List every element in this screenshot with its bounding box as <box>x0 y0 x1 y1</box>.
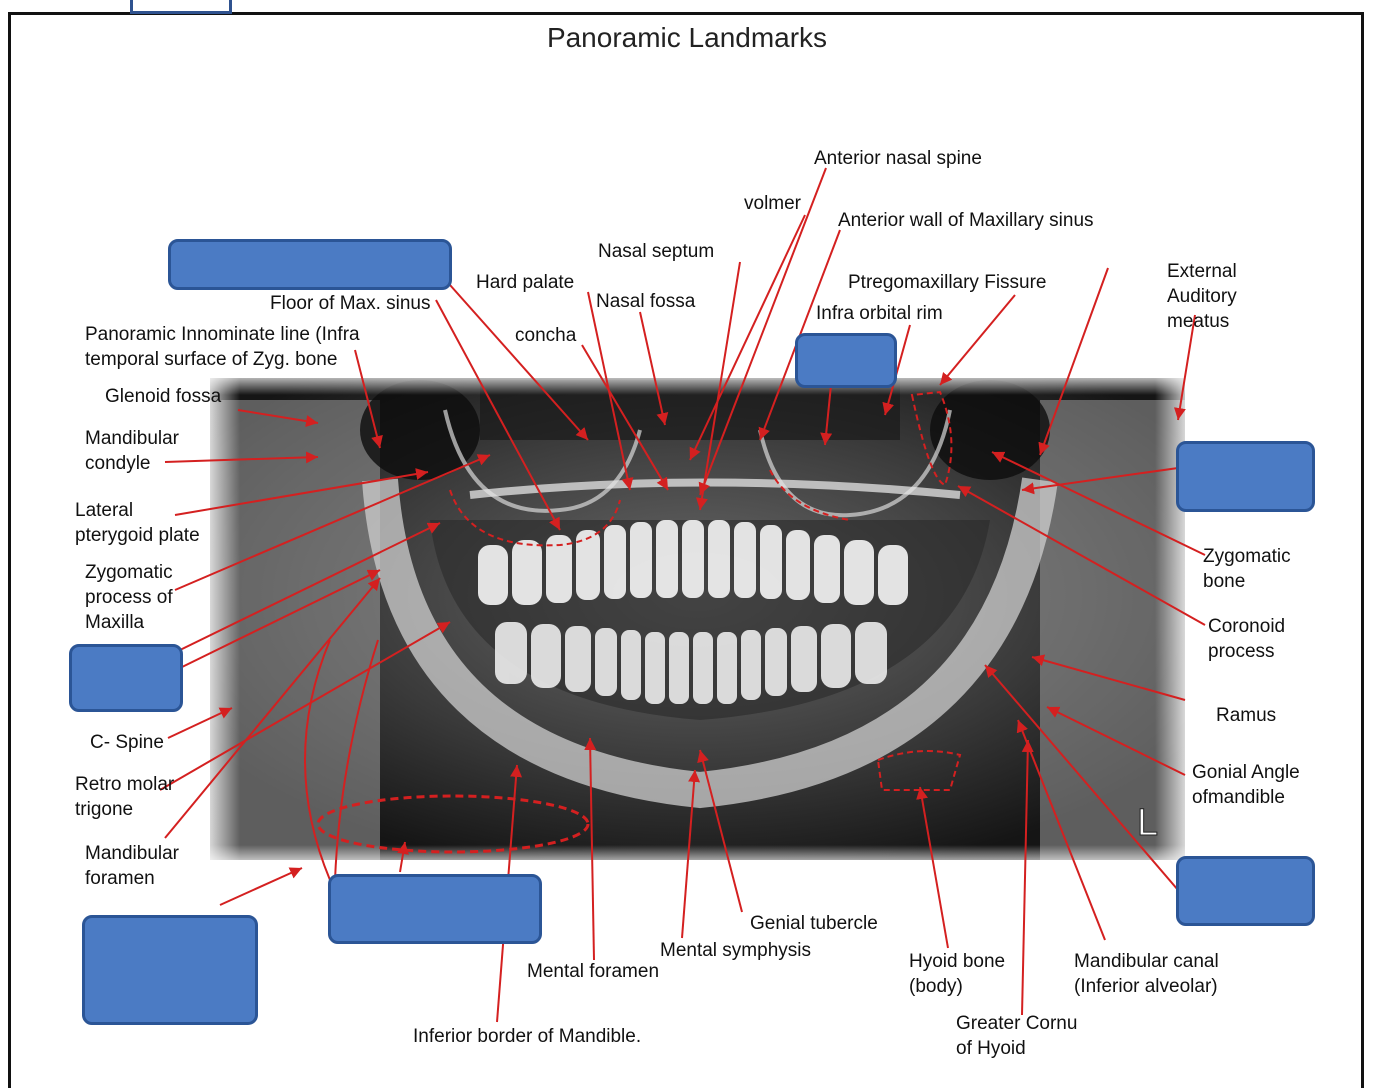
answer-box-7[interactable] <box>82 915 258 1025</box>
label-infra-orbital-rim: Infra orbital rim <box>816 301 943 326</box>
label-nasal-septum: Nasal septum <box>598 239 714 264</box>
label-mental-foramen: Mental foramen <box>527 959 659 984</box>
label-nasal-fossa: Nasal fossa <box>596 289 695 314</box>
label-ptregomaxillary-fissure: Ptregomaxillary Fissure <box>848 270 1047 295</box>
answer-box-6[interactable] <box>328 874 542 944</box>
label-retro-molar-trigone: Retro molar trigone <box>75 772 174 822</box>
label-zygomatic-process-maxilla: Zygomatic process of Maxilla <box>85 560 173 635</box>
label-coronoid-process: Coronoid process <box>1208 614 1285 664</box>
answer-box-3[interactable] <box>1176 441 1315 512</box>
label-mandibular-foramen: Mandibular foramen <box>85 841 179 891</box>
label-mental-symphysis: Mental symphysis <box>660 938 811 963</box>
label-mandibular-condyle: Mandibular condyle <box>85 426 179 476</box>
label-mandibular-canal: Mandibular canal (Inferior alveolar) <box>1074 949 1219 999</box>
label-ramus: Ramus <box>1216 703 1276 728</box>
label-zygomatic-bone: Zygomatic bone <box>1203 544 1291 594</box>
label-concha: concha <box>515 323 576 348</box>
label-lateral-pterygoid-plate: Lateral pterygoid plate <box>75 498 200 548</box>
answer-box-1[interactable] <box>168 239 452 290</box>
label-c-spine: C- Spine <box>90 730 164 755</box>
label-panoramic-innominate-line: Panoramic Innominate line (Infra tempora… <box>85 322 360 372</box>
label-greater-cornu-hyoid: Greater Cornu of Hyoid <box>956 1011 1077 1061</box>
label-inferior-border-mandible: Inferior border of Mandible. <box>413 1024 641 1049</box>
label-hard-palate: Hard palate <box>476 270 574 295</box>
label-floor-max-sinus: Floor of Max. sinus <box>270 291 431 316</box>
label-anterior-nasal-spine: Anterior nasal spine <box>814 146 982 171</box>
label-genial-tubercle: Genial tubercle <box>750 911 878 936</box>
answer-box-2[interactable] <box>795 333 897 388</box>
answer-box-4[interactable] <box>69 644 183 712</box>
label-glenoid-fossa: Glenoid fossa <box>105 384 221 409</box>
label-gonial-angle: Gonial Angle ofmandible <box>1192 760 1300 810</box>
label-hyoid-bone: Hyoid bone (body) <box>909 949 1005 999</box>
answer-box-5[interactable] <box>1176 856 1315 926</box>
label-volmer: volmer <box>744 191 801 216</box>
label-anterior-wall-maxillary-sinus: Anterior wall of Maxillary sinus <box>838 208 1094 233</box>
label-external-auditory-meatus: External Auditory meatus <box>1167 259 1237 334</box>
